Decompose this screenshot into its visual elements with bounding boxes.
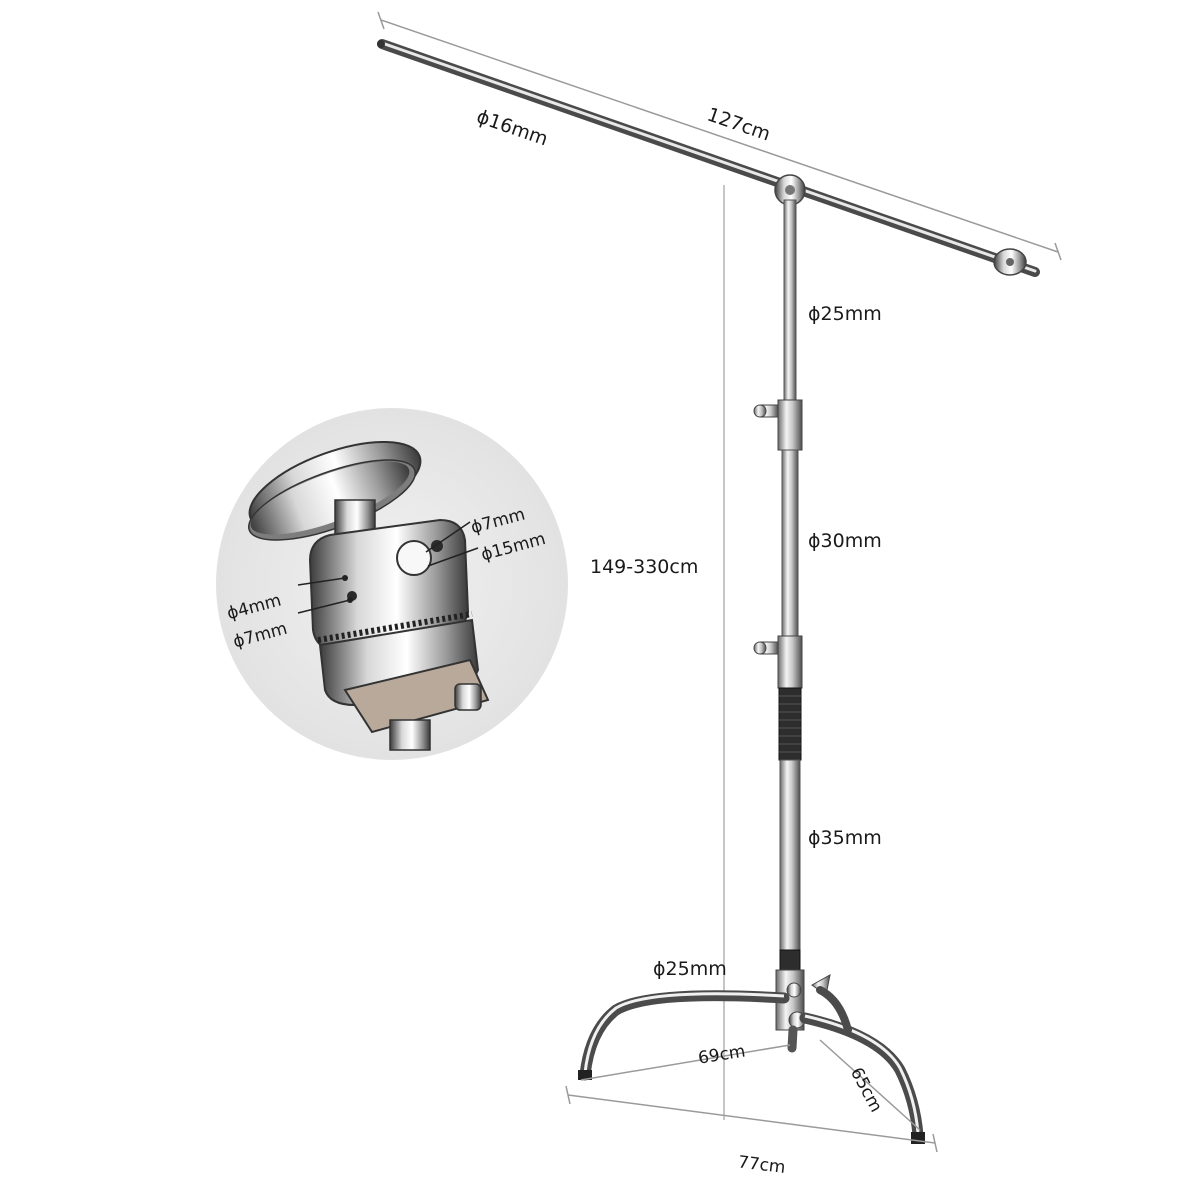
leg-diameter-label: ϕ25mm bbox=[653, 958, 727, 980]
boom-joint bbox=[774, 174, 806, 206]
boom-dimension-line bbox=[380, 19, 1059, 253]
base-dimension-lines bbox=[565, 1039, 938, 1153]
base-side-span-label: 65cm bbox=[846, 1064, 886, 1115]
grip-head-detail-inset bbox=[216, 408, 568, 760]
column-bottom-diameter-label: ϕ35mm bbox=[808, 827, 882, 849]
base-back-span-label: 77cm bbox=[737, 1152, 787, 1178]
boom-arm bbox=[377, 39, 1040, 277]
base-front-span-label: 69cm bbox=[697, 1041, 747, 1068]
column-middle-diameter-label: ϕ30mm bbox=[808, 530, 882, 552]
leg-center bbox=[787, 1025, 798, 1053]
boom-diameter-label: ϕ16mm bbox=[474, 106, 551, 151]
height-range-label: 149-330cm bbox=[590, 556, 698, 578]
boom-end-cap bbox=[993, 248, 1027, 276]
column-top-diameter-label: ϕ25mm bbox=[808, 303, 882, 325]
stand-column bbox=[753, 199, 803, 973]
stand-base bbox=[578, 969, 925, 1144]
boom-length-label: 127cm bbox=[704, 104, 773, 146]
